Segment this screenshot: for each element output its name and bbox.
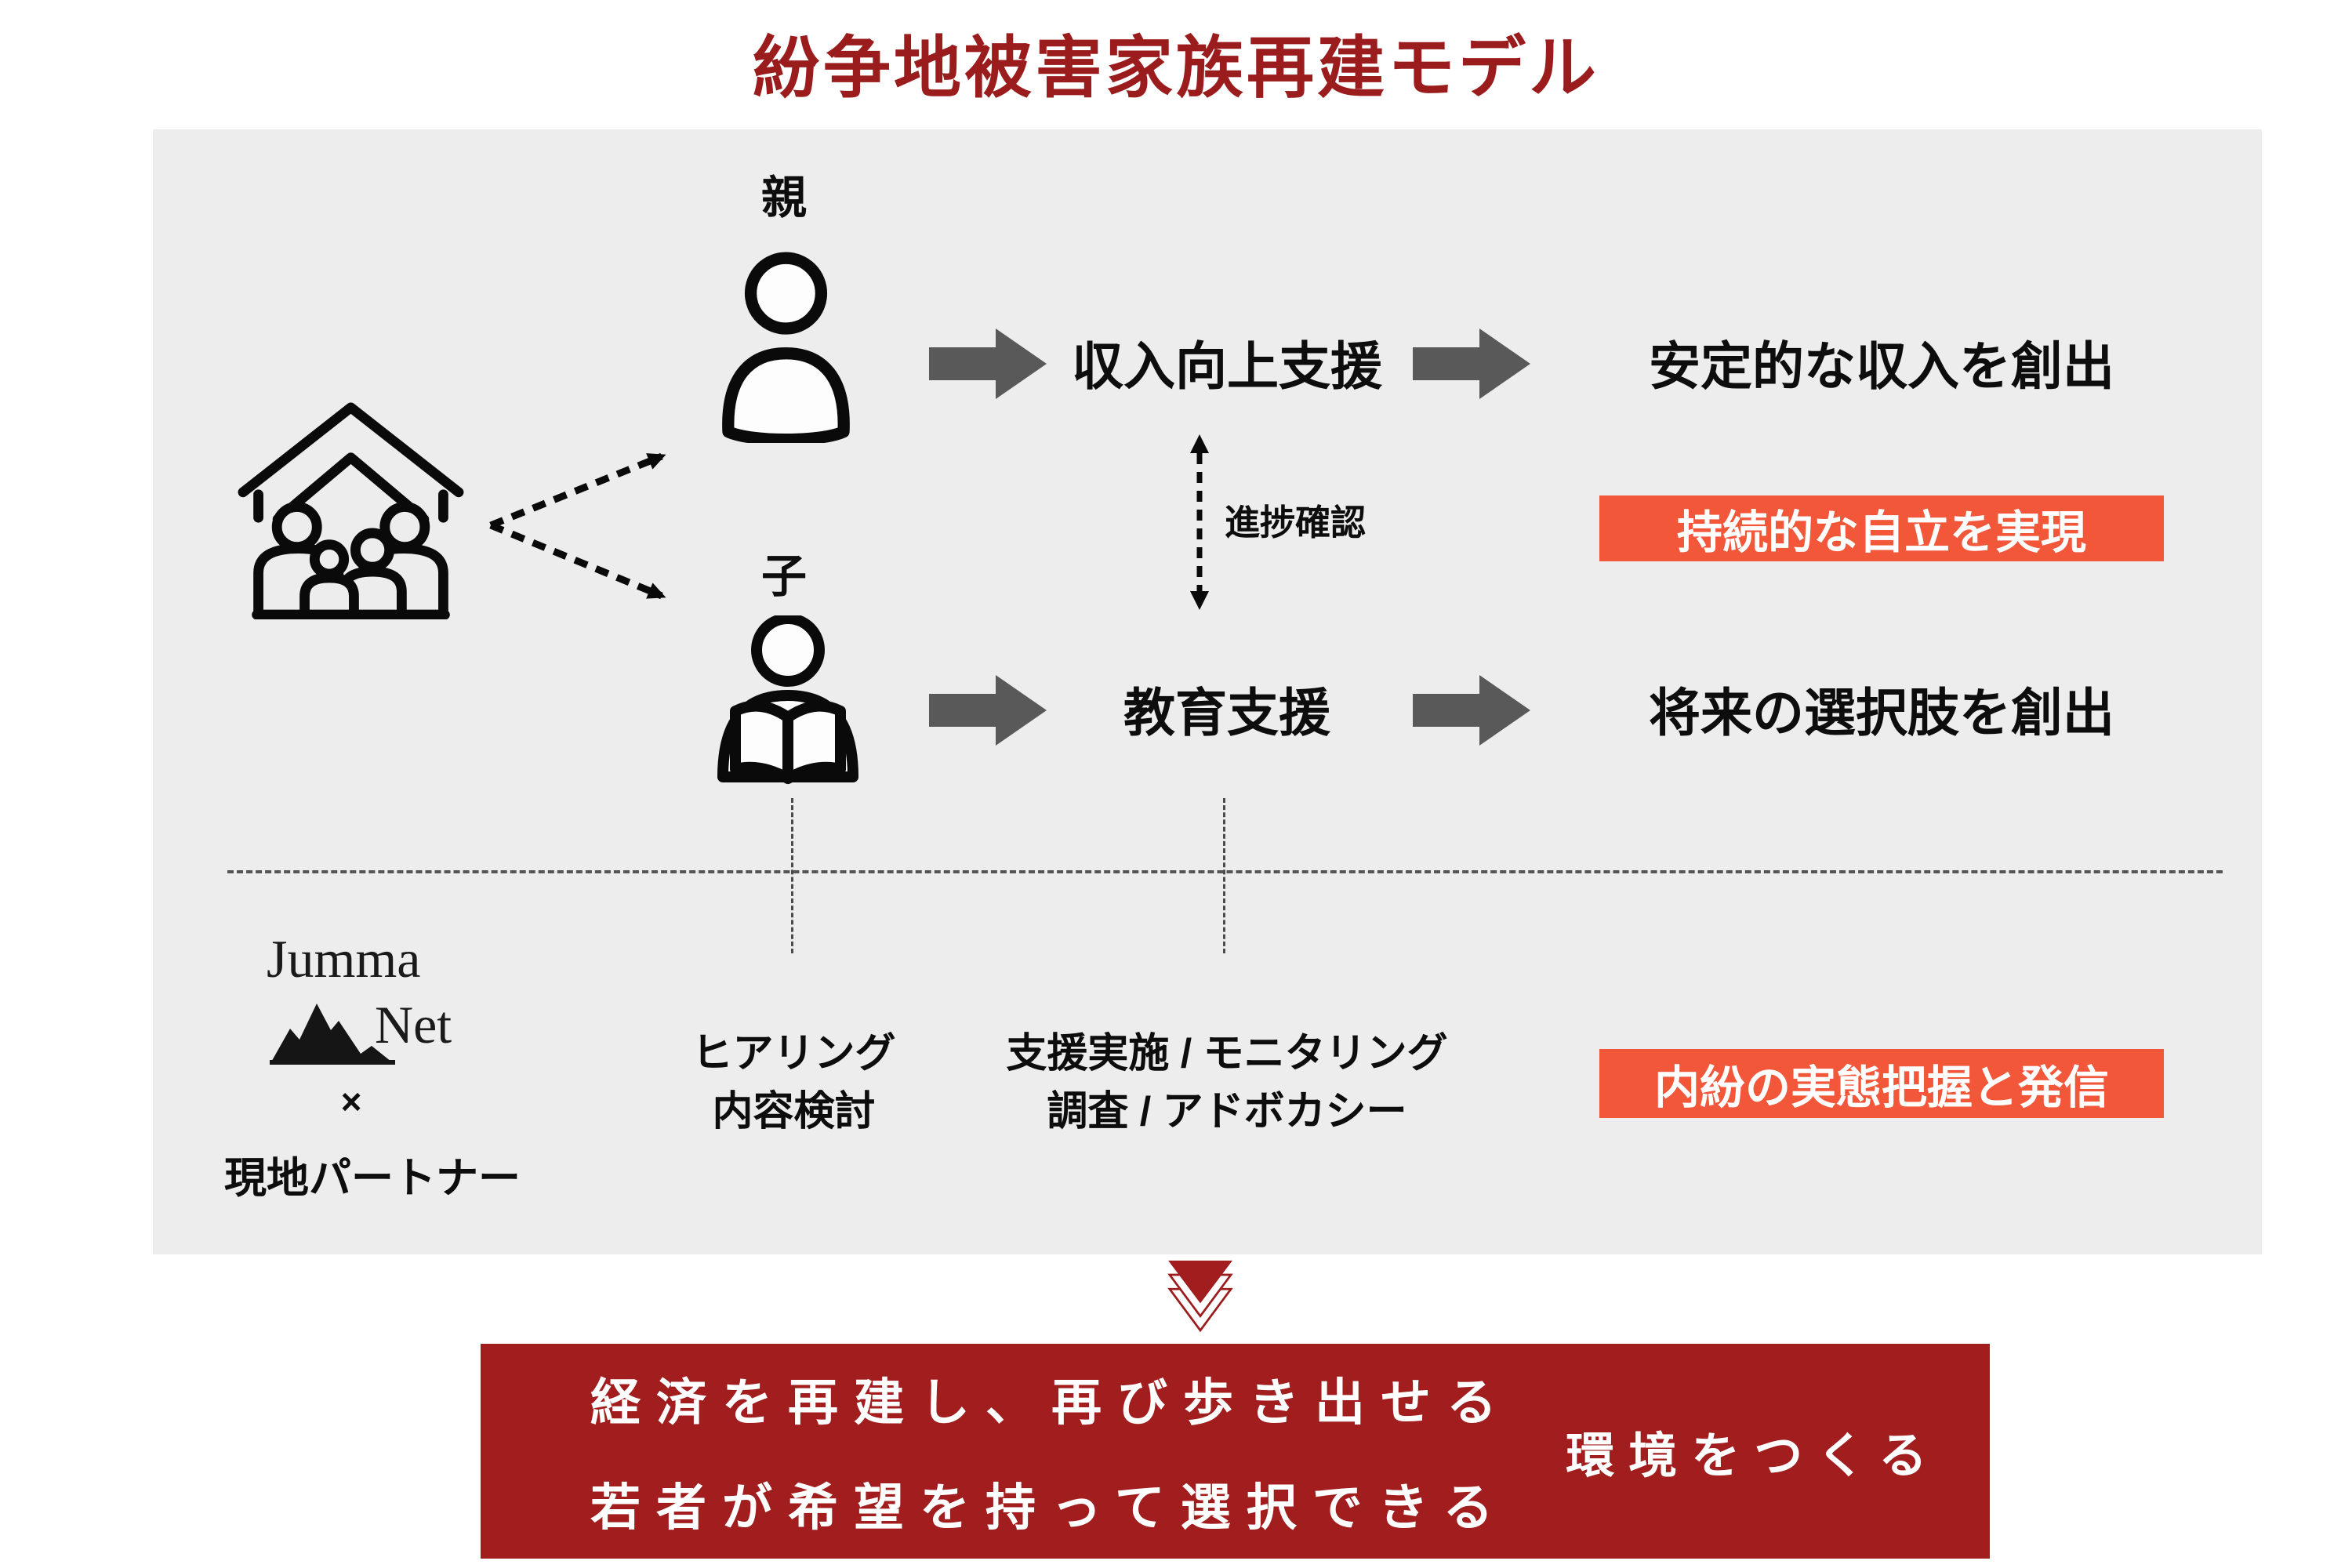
step-income-support: 収入向上支援 (1072, 337, 1382, 395)
step-education-support: 教育支援 (1123, 684, 1330, 742)
page-title: 紛争地被害家族再建モデル (753, 31, 1599, 106)
vertical-dashed-line (1223, 798, 1225, 953)
badge-sustainable-independence: 持続的な自立を実現 (1599, 495, 2164, 561)
horizontal-dashed-divider (227, 870, 2223, 873)
parent-person-icon (722, 252, 850, 443)
goal-line1: 経済を再建し、再び歩き出せる (590, 1374, 1512, 1431)
progress-double-arrow-icon (1190, 434, 1209, 610)
child-reading-icon (717, 615, 858, 784)
phase-support-line2: 調査 / アドボカシー (1047, 1088, 1407, 1134)
mountain-icon (270, 1004, 395, 1065)
goal-banner: 経済を再建し、再び歩き出せる 若者が希望を持って選択できる 環境をつくる (481, 1344, 1990, 1559)
parent-label: 親 (760, 172, 807, 223)
triangle-down-arrow-icon (1167, 1260, 1233, 1333)
logo-word-jumma: Jumma (267, 929, 421, 989)
family-house-icon (238, 402, 464, 619)
logo-word-net: Net (375, 995, 452, 1054)
vertical-dashed-line (791, 798, 793, 953)
local-partner-label: 現地パートナー (224, 1155, 521, 1202)
arrow-right-icon (1413, 675, 1530, 746)
jumma-net-logo: Jumma Net (265, 929, 469, 1072)
phase-hearing-line1: ヒアリング (691, 1031, 896, 1076)
child-label: 子 (760, 551, 807, 602)
goal-line2: 若者が希望を持って選択できる (590, 1479, 1509, 1536)
goal-lines: 経済を再建し、再び歩き出せる 若者が希望を持って選択できる (590, 1344, 1512, 1559)
outcome-future-choices: 将来の選択肢を創出 (1649, 684, 2114, 742)
branch-arrows-icon (489, 452, 666, 600)
phase-support-line1: 支援実施 / モニタリング (1006, 1031, 1448, 1076)
outcome-stable-income: 安定的な収入を創出 (1649, 337, 2114, 395)
phase-support: 支援実施 / モニタリング 調査 / アドボカシー (996, 1025, 1458, 1142)
arrow-right-icon (929, 675, 1047, 746)
cross-multiply-mark: × (340, 1081, 362, 1122)
progress-check-label: 進捗確認 (1225, 503, 1367, 543)
goal-suffix: 環境をつくる (1566, 1429, 1941, 1483)
arrow-right-icon (1413, 328, 1530, 399)
arrow-right-icon (929, 328, 1047, 399)
phase-hearing-line2: 内容検討 (712, 1088, 876, 1134)
badge-conflict-awareness: 内紛の実態把握と発信 (1599, 1049, 2164, 1118)
phase-hearing: ヒアリング 内容検討 (659, 1025, 929, 1142)
